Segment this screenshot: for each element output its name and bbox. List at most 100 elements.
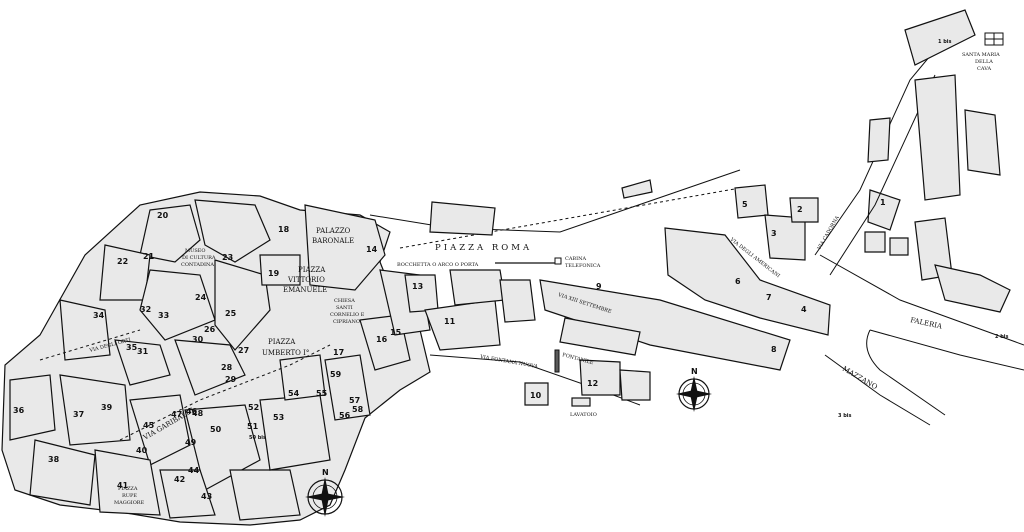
piazza-vittorio-label-2: VITTORIO [287, 276, 325, 284]
building-number-22: 22 [117, 257, 128, 266]
building-number-45: 45 [143, 421, 155, 430]
block-lav [619, 369, 651, 401]
compass-east: N [676, 367, 712, 412]
building-number-13: 13 [412, 282, 423, 291]
piazza-rupe-label-2: RUPE [122, 493, 137, 499]
building-number-51: 51 [247, 422, 259, 431]
building-number-1-bis: 1 bis [938, 39, 952, 45]
santa-maria-label-3: CAVA [977, 66, 991, 72]
block-e1 [864, 231, 886, 253]
block-10 [524, 382, 549, 406]
block-13 [404, 274, 439, 313]
block-e4 [934, 264, 1011, 313]
via-cadorna-road-2 [829, 74, 936, 276]
compass-west-n: N [322, 468, 329, 477]
block-2 [789, 197, 819, 223]
piazza-umberto-label-1: PIAZZA [268, 338, 296, 346]
santa-maria-label-1: SANTA MARIA [962, 52, 1000, 58]
chiesa-label-1: CHIESA [334, 298, 355, 304]
building-number-59: 59 [330, 370, 342, 379]
block-americani [664, 227, 831, 336]
building-number-10: 10 [530, 391, 542, 400]
building-number-29: 29 [225, 375, 237, 384]
building-number-44: 44 [188, 466, 200, 475]
building-number-26: 26 [204, 325, 216, 334]
museo-label-3: CONTADINA [181, 262, 214, 268]
building-number-4: 4 [801, 305, 807, 314]
via-fontana-label: VIA FONTANA NUOVA [479, 354, 539, 370]
building-number-25: 25 [225, 309, 237, 318]
building-number-56: 56 [339, 411, 351, 420]
fontanile-label: FONTANILE [561, 352, 594, 366]
chiesa-label-2: SANTI [336, 305, 353, 311]
building-number-43: 43 [201, 492, 212, 501]
block-e2 [889, 237, 909, 256]
bocchetta-label: BOCCHETTA O ARCO O PORTA [397, 262, 479, 268]
palazzo-label-1: PALAZZO [316, 227, 351, 235]
building-number-48: 48 [192, 409, 204, 418]
via-xiii-row [539, 279, 791, 371]
building-number-21: 21 [143, 252, 155, 261]
faleria-label: FALERIA [910, 316, 944, 331]
cabina-label-2: TELEFONICA [565, 263, 601, 269]
building-number-50: 50 [210, 425, 222, 434]
cabina-label-1: CABINA [565, 256, 586, 262]
building-number-19: 19 [268, 269, 280, 278]
chiesa-label-3: CORNELIO E [330, 312, 365, 318]
building-number-6: 6 [735, 277, 741, 286]
block-mid [449, 269, 506, 306]
building-number-57: 57 [349, 396, 360, 405]
piazza-rupe-label-3: MAGGIORE [114, 500, 145, 506]
piazza-roma-block [429, 201, 496, 236]
piazza-vittorio-label-1: PIAZZA [298, 266, 326, 274]
cabina-telefonica-marker [554, 257, 562, 265]
old-town-blocks [9, 199, 431, 521]
faleria-road [819, 254, 1024, 346]
building-number-7: 7 [766, 293, 772, 302]
building-number-41: 41 [117, 481, 129, 490]
building-number-17: 17 [333, 348, 344, 357]
building-number-35: 35 [126, 343, 138, 352]
building-number-32: 32 [140, 305, 151, 314]
building-number-12: 12 [587, 379, 598, 388]
building-number-30: 30 [192, 335, 204, 344]
building-number-49: 49 [185, 438, 197, 447]
building-number-18: 18 [278, 225, 290, 234]
building-number-53: 53 [273, 413, 284, 422]
building-number-15: 15 [390, 328, 402, 337]
building-number-9: 9 [596, 282, 602, 291]
via-xiii-lower-row [559, 317, 641, 356]
mazzano-road-2 [866, 329, 946, 416]
building-number-8: 8 [771, 345, 777, 354]
fontanile-marker [554, 349, 560, 373]
building-number-3-bis: 3 bis [838, 413, 852, 419]
building-number-39: 39 [101, 403, 113, 412]
building-number-14: 14 [366, 245, 378, 254]
building-number-3: 3 [771, 229, 777, 238]
building-number-52: 52 [248, 403, 259, 412]
building-number-31: 31 [137, 347, 149, 356]
block-east [499, 279, 536, 323]
block-ne4 [867, 117, 891, 163]
piazza-roma-kiosk [621, 179, 653, 199]
building-number-16: 16 [376, 335, 388, 344]
building-number-28: 28 [221, 363, 233, 372]
block-12 [579, 359, 621, 396]
block-ne2 [914, 74, 961, 201]
block-ne3 [964, 109, 1001, 176]
building-number-23: 23 [222, 253, 233, 262]
block-ne1 [904, 9, 976, 66]
building-number-55: 55 [316, 389, 328, 398]
block-1 [867, 189, 901, 231]
block-5 [734, 184, 769, 219]
building-number-1: 1 [880, 198, 886, 207]
piazza-roma-edge [369, 169, 741, 233]
building-number-11: 11 [444, 317, 456, 326]
building-number-5: 5 [742, 200, 748, 209]
piazza-umberto-label-2: UMBERTO I° [262, 349, 309, 357]
mazzano-road [824, 354, 931, 426]
via-garibaldi-street [119, 344, 331, 441]
building-number-42: 42 [174, 475, 185, 484]
